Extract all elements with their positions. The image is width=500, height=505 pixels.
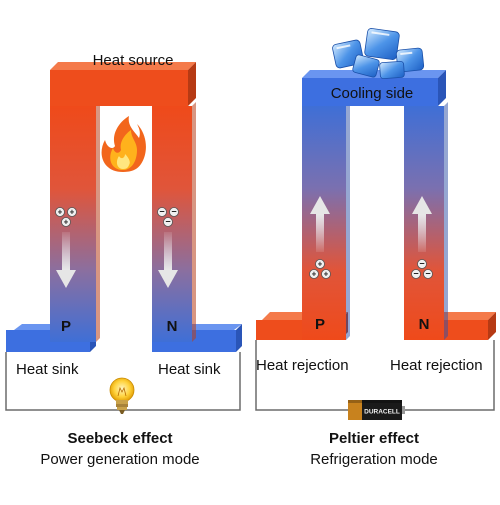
peltier-leg-n-label: N — [419, 316, 430, 333]
lightbulb-icon — [109, 377, 135, 414]
seebeck-p-holes: + + + — [55, 207, 77, 227]
seebeck-title: Seebeck effect — [67, 430, 172, 447]
peltier-n-electrons: − − − — [411, 259, 433, 279]
seebeck-leg-n — [152, 102, 196, 342]
battery-label: DURACELL — [364, 409, 400, 416]
heat-source-label: Heat source — [93, 52, 174, 69]
heat-rejection-left-label: Heat rejection — [256, 357, 349, 374]
battery-icon: DURACELL — [348, 400, 405, 420]
svg-text:+: + — [64, 218, 69, 227]
svg-text:−: − — [425, 269, 430, 279]
svg-text:+: + — [312, 270, 317, 279]
heat-sink-left-label: Heat sink — [16, 361, 79, 378]
svg-text:−: − — [413, 269, 418, 279]
seebeck-n-electrons: − − − — [157, 207, 179, 227]
peltier-module: + + + − − − P N Cooling side Heat reject… — [255, 28, 496, 468]
peltier-p-holes: + + + — [309, 259, 331, 279]
svg-text:+: + — [324, 270, 329, 279]
peltier-leg-p-label: P — [315, 316, 325, 333]
seebeck-arrow-down-right-icon — [158, 232, 178, 288]
svg-text:−: − — [165, 217, 170, 227]
svg-text:−: − — [171, 207, 176, 217]
peltier-title: Peltier effect — [329, 430, 419, 447]
peltier-arrow-up-left-icon — [310, 196, 330, 252]
seebeck-leg-n-label: N — [167, 318, 178, 335]
ice-cubes-icon — [332, 28, 425, 80]
svg-text:+: + — [58, 208, 63, 217]
svg-text:−: − — [419, 259, 424, 269]
flame-icon — [101, 116, 146, 172]
heat-source-bar — [50, 62, 196, 106]
heat-sink-right-label: Heat sink — [158, 361, 221, 378]
peltier-arrow-up-right-icon — [412, 196, 432, 252]
peltier-wire — [255, 340, 495, 411]
cooling-side-bar — [302, 70, 446, 106]
peltier-subtitle: Refrigeration mode — [310, 451, 438, 468]
svg-text:+: + — [70, 208, 75, 217]
svg-text:−: − — [159, 207, 164, 217]
seebeck-leg-p — [50, 102, 100, 342]
seebeck-arrow-down-left-icon — [56, 232, 76, 288]
seebeck-leg-p-label: P — [61, 318, 71, 335]
seebeck-module: + + + − − − P N Heat source Heat sink He… — [5, 52, 242, 468]
svg-text:+: + — [318, 260, 323, 269]
heat-rejection-right-label: Heat rejection — [390, 357, 483, 374]
cooling-side-label: Cooling side — [331, 85, 414, 102]
peltier-leg-p — [302, 102, 350, 340]
seebeck-subtitle: Power generation mode — [40, 451, 199, 468]
